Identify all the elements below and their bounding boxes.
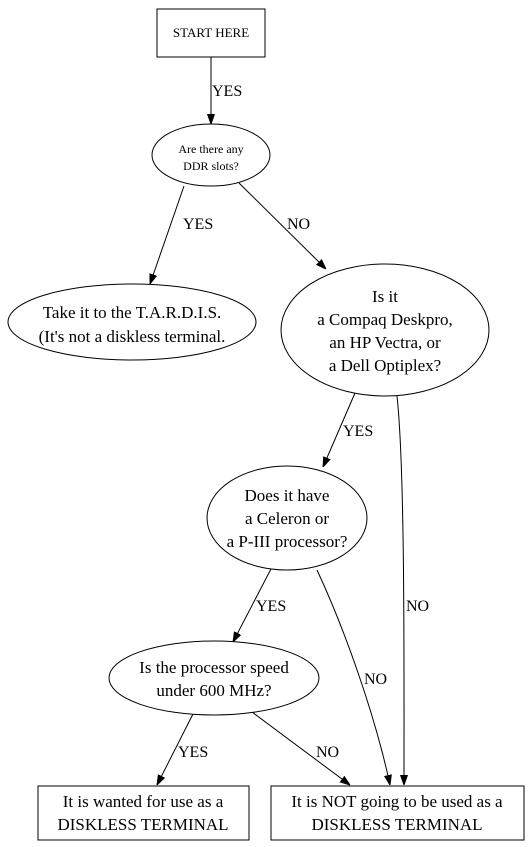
node-cpu-question: Does it have a Celeron or a P-III proces… — [206, 465, 368, 571]
node-ddr-slots-question: Are there any DDR slots? — [151, 123, 271, 187]
node-brand-line-2: a Compaq Deskpro, — [317, 310, 453, 329]
edge-label-ddr-brand: NO — [287, 216, 310, 233]
edge-ddr-to-tardis — [150, 185, 185, 284]
edge-label-cpu-speed: YES — [256, 598, 286, 615]
node-ddr-line-1: Are there any — [178, 142, 243, 156]
node-speed-line-1: Is the processor speed — [139, 658, 289, 677]
node-not-used-line-1: It is NOT going to be used as a — [291, 792, 503, 811]
node-cpu-line-2: a Celeron or — [245, 509, 329, 528]
node-not-used-line-2: DISKLESS TERMINAL — [311, 815, 482, 834]
edge-ddr-to-brand — [238, 182, 326, 269]
edge-speed-to-notused — [251, 711, 350, 785]
edges: YES YES NO YES NO YES NO YES NO — [150, 57, 429, 785]
edge-label-brand-cpu: YES — [343, 423, 373, 440]
edge-label-brand-notused: NO — [406, 598, 429, 615]
edge-brand-to-notused — [396, 395, 404, 785]
node-wanted-result: It is wanted for use as a DISKLESS TERMI… — [37, 785, 250, 841]
node-wanted-line-2: DISKLESS TERMINAL — [57, 815, 228, 834]
node-brand-line-3: an HP Vectra, or — [329, 333, 441, 352]
node-start: START HERE — [156, 8, 266, 58]
node-brand-line-1: Is it — [372, 287, 398, 306]
node-wanted-line-1: It is wanted for use as a — [63, 792, 224, 811]
node-brand-line-4: a Dell Optiplex? — [329, 356, 441, 375]
edge-label-start-ddr: YES — [212, 83, 242, 100]
node-tardis-line-2: (It's not a diskless terminal. — [39, 327, 226, 346]
node-brand-question: Is it a Compaq Deskpro, an HP Vectra, or… — [280, 263, 490, 397]
edge-cpu-to-notused — [316, 569, 390, 785]
node-tardis-line-1: Take it to the T.A.R.D.I.S. — [43, 303, 222, 322]
node-ddr-line-2: DDR slots? — [183, 159, 239, 173]
node-speed-question: Is the processor speed under 600 MHz? — [108, 640, 320, 716]
node-start-label: START HERE — [173, 25, 249, 40]
node-not-used-result: It is NOT going to be used as a DISKLESS… — [270, 785, 525, 841]
edge-label-speed-notused: NO — [316, 744, 339, 761]
node-speed-line-2: under 600 MHz? — [156, 681, 271, 700]
node-cpu-line-1: Does it have — [245, 486, 330, 505]
node-tardis: Take it to the T.A.R.D.I.S. (It's not a … — [7, 283, 257, 361]
edge-speed-to-wanted — [157, 713, 194, 785]
edge-label-ddr-tardis: YES — [183, 216, 213, 233]
edge-label-speed-wanted: YES — [178, 744, 208, 761]
node-cpu-line-3: a P-III processor? — [227, 532, 348, 551]
edge-cpu-to-speed — [233, 566, 273, 642]
edge-label-cpu-notused: NO — [364, 671, 387, 688]
edge-brand-to-cpu — [323, 392, 356, 467]
